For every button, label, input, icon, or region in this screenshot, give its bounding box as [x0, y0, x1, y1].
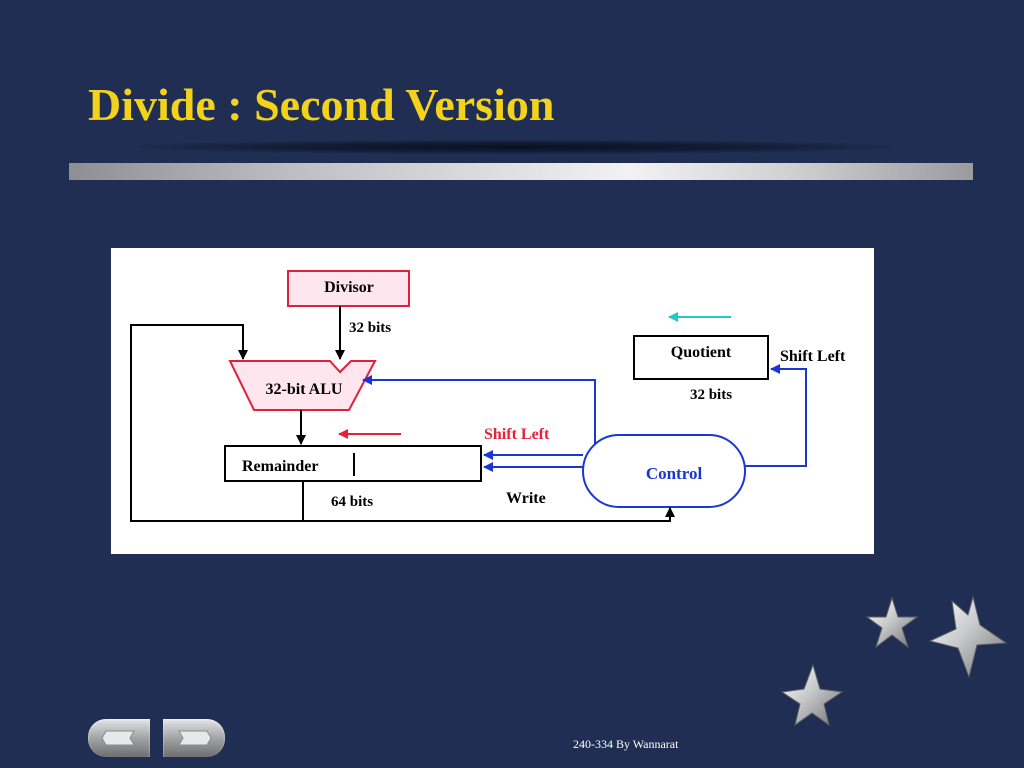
remainder-shift-label: Shift Left [484, 426, 550, 443]
control-to-alu-wire [362, 375, 596, 445]
previous-slide-button[interactable] [88, 719, 150, 757]
control-to-quotient-wire [745, 364, 807, 467]
alu-shape [228, 360, 377, 411]
quotient-shift-label: Shift Left [780, 348, 846, 365]
star-small-icon [865, 596, 919, 649]
write-label: Write [506, 490, 546, 507]
remainder-label: Remainder [242, 458, 318, 475]
quotient-label: Quotient [671, 344, 732, 361]
next-slide-icon [178, 730, 212, 746]
slide-title: Divide : Second Version [88, 79, 555, 130]
divisor-width-label: 32 bits [349, 320, 391, 336]
next-slide-button[interactable] [163, 719, 225, 757]
previous-slide-icon [101, 730, 135, 746]
divide-diagram: Divisor 32 bits 32-bit ALU Remainder 64 … [111, 248, 874, 554]
slide-footer: 240-334 By Wannarat [573, 737, 679, 751]
quotient-register [633, 335, 769, 380]
control-unit [582, 434, 746, 508]
divisor-label: Divisor [324, 279, 374, 296]
remainder-feedback-wire [130, 324, 304, 522]
silver-stars-icon [770, 585, 1010, 740]
title-divider [69, 163, 973, 180]
control-label: Control [646, 464, 703, 483]
remainder-to-control-wire [303, 507, 675, 522]
star-large-icon [928, 595, 1008, 679]
remainder-width-label: 64 bits [331, 494, 373, 510]
quotient-width-label: 32 bits [690, 387, 732, 403]
alu-label: 32-bit ALU [266, 381, 343, 398]
title-shadow [140, 140, 890, 154]
star-bottom-icon [780, 663, 844, 727]
divisor-register [287, 270, 410, 307]
